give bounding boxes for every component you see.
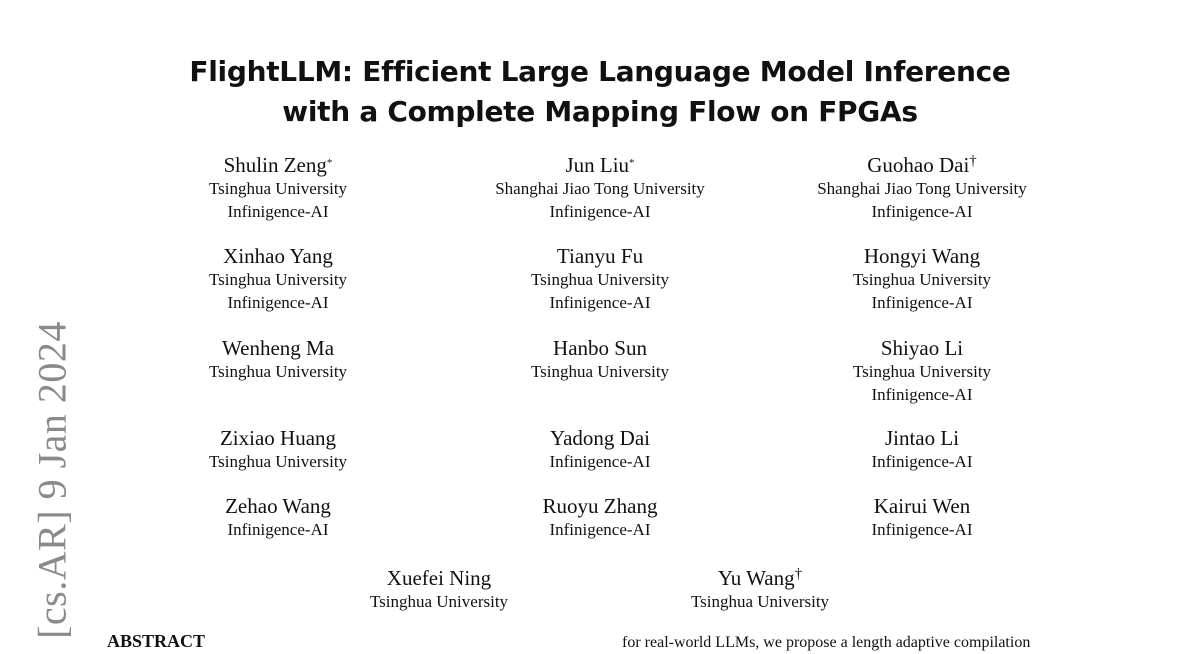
author-name: Tianyu Fu [556, 244, 644, 268]
author-name: Guohao Dai† [867, 153, 977, 177]
author-affiliation: Tsinghua University [690, 592, 830, 611]
author-affiliation: Infinigence-AI [549, 202, 651, 221]
paper-title: FlightLLM: Efficient Large Language Mode… [0, 52, 1200, 132]
author-name: Zixiao Huang [219, 426, 337, 450]
author-block: Tianyu Fu Tsinghua University Infinigenc… [450, 245, 750, 314]
author-block: Hongyi Wang Tsinghua University Infinige… [772, 245, 1072, 314]
author-block: Guohao Dai† Shanghai Jiao Tong Universit… [772, 153, 1072, 223]
author-block: Zixiao Huang Tsinghua University [128, 427, 428, 473]
author-affiliation: Infinigence-AI [871, 452, 973, 471]
right-column-text-line: for real-world LLMs, we propose a length… [622, 634, 1031, 651]
author-affiliation: Tsinghua University [530, 270, 670, 289]
author-affiliation: Infinigence-AI [549, 293, 651, 312]
author-name: Shiyao Li [880, 336, 964, 360]
author-name: Shulin Zeng* [223, 153, 333, 177]
author-name: Xinhao Yang [223, 244, 333, 268]
author-name: Hanbo Sun [553, 336, 647, 360]
author-name: Hongyi Wang [863, 244, 981, 268]
author-affiliation: Shanghai Jiao Tong University [495, 179, 705, 198]
corresponding-author-mark: † [969, 153, 977, 169]
equal-contribution-mark: * [629, 157, 635, 169]
author-block: Xuefei Ning Tsinghua University [289, 567, 589, 613]
author-name: Yu Wang† [717, 566, 803, 590]
author-affiliation: Infinigence-AI [227, 520, 329, 539]
author-affiliation: Infinigence-AI [227, 202, 329, 221]
author-block: Jintao Li Infinigence-AI [772, 427, 1072, 473]
author-affiliation: Infinigence-AI [549, 452, 651, 471]
author-name: Zehao Wang [225, 494, 331, 518]
title-line-1: FlightLLM: Efficient Large Language Mode… [189, 55, 1011, 88]
author-block: Yadong Dai Infinigence-AI [450, 427, 750, 473]
author-block: Ruoyu Zhang Infinigence-AI [450, 495, 750, 541]
author-affiliation: Infinigence-AI [871, 520, 973, 539]
author-name: Jun Liu* [565, 153, 635, 177]
author-affiliation: Shanghai Jiao Tong University [817, 179, 1027, 198]
author-block: Kairui Wen Infinigence-AI [772, 495, 1072, 541]
author-block: Zehao Wang Infinigence-AI [128, 495, 428, 541]
author-affiliation: Tsinghua University [530, 362, 670, 381]
corresponding-author-mark: † [794, 566, 803, 582]
author-block: Jun Liu* Shanghai Jiao Tong University I… [450, 154, 750, 223]
author-affiliation: Tsinghua University [852, 362, 992, 381]
author-affiliation: Infinigence-AI [871, 293, 973, 312]
author-affiliation: Infinigence-AI [871, 385, 973, 404]
author-name: Ruoyu Zhang [542, 494, 658, 518]
author-affiliation: Tsinghua University [369, 592, 509, 611]
author-block: Yu Wang† Tsinghua University [610, 566, 910, 613]
author-affiliation: Tsinghua University [208, 270, 348, 289]
author-name: Xuefei Ning [386, 566, 492, 590]
author-affiliation: Tsinghua University [208, 452, 348, 471]
author-block: Shiyao Li Tsinghua University Infinigenc… [772, 337, 1072, 406]
author-block: Xinhao Yang Tsinghua University Infinige… [128, 245, 428, 314]
author-name: Wenheng Ma [221, 336, 335, 360]
author-block: Hanbo Sun Tsinghua University [450, 337, 750, 383]
abstract-heading: ABSTRACT [107, 631, 206, 651]
author-block: Shulin Zeng* Tsinghua University Infinig… [128, 154, 428, 223]
equal-contribution-mark: * [326, 157, 333, 169]
author-affiliation: Infinigence-AI [227, 293, 329, 312]
author-affiliation: Infinigence-AI [871, 202, 973, 221]
author-affiliation: Tsinghua University [208, 362, 348, 381]
arxiv-side-stamp: [cs.AR] 9 Jan 2024 [29, 321, 75, 639]
title-line-2: with a Complete Mapping Flow on FPGAs [282, 95, 918, 128]
author-affiliation: Tsinghua University [852, 270, 992, 289]
author-affiliation: Infinigence-AI [549, 520, 651, 539]
author-name: Yadong Dai [550, 426, 650, 450]
author-name: Jintao Li [884, 426, 960, 450]
author-affiliation: Tsinghua University [208, 179, 348, 198]
author-name: Kairui Wen [873, 494, 971, 518]
author-block: Wenheng Ma Tsinghua University [128, 337, 428, 383]
